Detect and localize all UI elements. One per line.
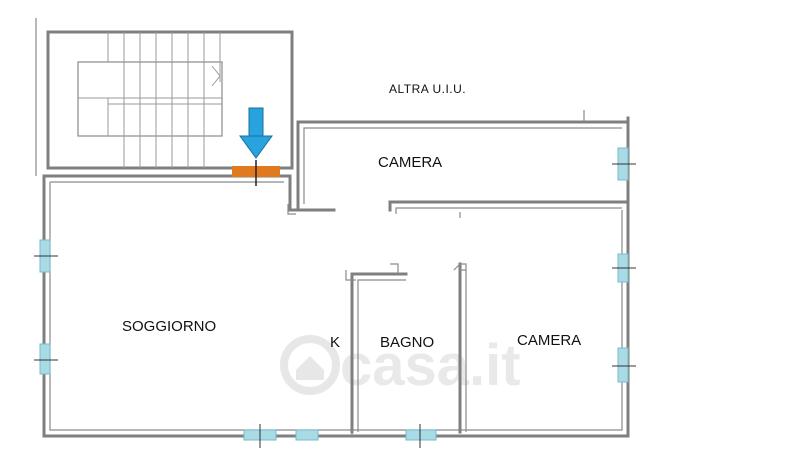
label-bagno: BAGNO <box>380 334 434 351</box>
windows <box>34 147 636 448</box>
watermark: casa.it <box>280 333 521 398</box>
label-camera-top: CAMERA <box>378 154 442 171</box>
room-bagno <box>345 212 467 436</box>
label-kitchen: K <box>330 334 340 351</box>
staircase <box>77 32 223 168</box>
label-camera-right: CAMERA <box>517 332 581 349</box>
watermark-text: casa.it <box>340 333 521 398</box>
room-camera-top <box>287 110 630 215</box>
stair-block <box>46 30 294 170</box>
window-right-3 <box>617 347 629 383</box>
label-soggiorno: SOGGIORNO <box>122 318 216 335</box>
label-other-unit: ALTRA U.I.U. <box>389 82 466 96</box>
arrow-down-icon <box>239 107 273 159</box>
window-left-2 <box>39 343 51 375</box>
window-bottom-2 <box>295 429 319 441</box>
house-icon <box>280 335 340 395</box>
window-bottom-3 <box>405 429 437 441</box>
entrance <box>232 107 280 186</box>
